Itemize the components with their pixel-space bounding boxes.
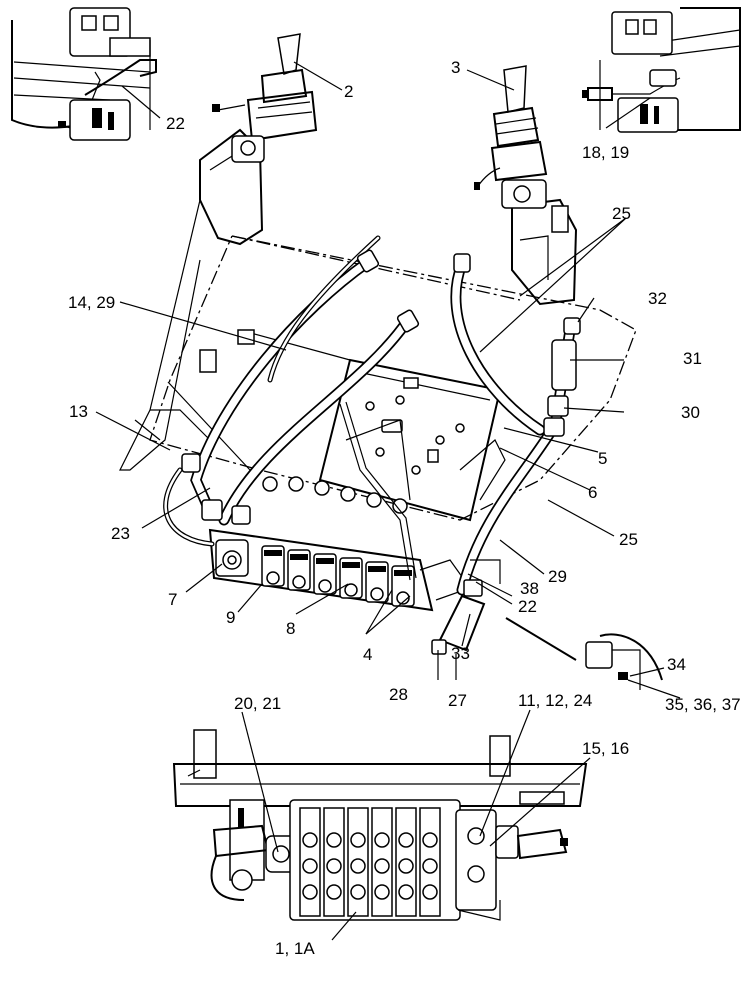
- callout-6: 6: [588, 483, 598, 502]
- valve-sections: [261, 545, 415, 607]
- callout-13: 13: [69, 402, 88, 421]
- callout-11-12-24: 11, 12, 24: [518, 691, 593, 710]
- callout-4: 4: [363, 645, 373, 664]
- inset-left-detail: [11, 7, 157, 141]
- callout-2: 2: [344, 82, 354, 101]
- callout-3: 3: [451, 58, 461, 77]
- callout-29: 29: [548, 567, 567, 586]
- callout-25-right: 25: [619, 530, 638, 549]
- callout-23: 23: [111, 524, 130, 543]
- callout-1-1a: 1, 1A: [275, 939, 315, 958]
- callout-7: 7: [168, 590, 178, 609]
- main-assembly: [119, 33, 663, 690]
- callout-38: 38: [520, 579, 539, 598]
- callout-20-21: 20, 21: [234, 694, 282, 713]
- inset-right-detail: [582, 7, 741, 133]
- callout-22-top: 22: [166, 114, 185, 133]
- callout-15-16: 15, 16: [582, 739, 630, 758]
- callout-14-29: 14, 29: [68, 293, 116, 312]
- bottom-valve-sections: [299, 807, 441, 917]
- hydraulic-tubes: [163, 235, 417, 581]
- callout-9: 9: [226, 608, 236, 627]
- callout-18-19: 18, 19: [582, 143, 630, 162]
- callout-32: 32: [648, 289, 667, 308]
- callout-35-36-37: 35, 36, 37: [665, 695, 741, 714]
- hydraulic-hoses: [190, 256, 576, 596]
- callout-8: 8: [286, 619, 296, 638]
- callout-28: 28: [389, 685, 408, 704]
- callout-22-bottom: 22: [518, 597, 537, 616]
- callout-30: 30: [681, 403, 700, 422]
- callout-25-top: 25: [612, 204, 631, 223]
- bottom-valve-view: [172, 729, 588, 921]
- leader-lines: [95, 61, 681, 941]
- callout-33: 33: [451, 644, 470, 663]
- callout-5: 5: [598, 449, 608, 468]
- callout-31: 31: [683, 349, 702, 368]
- callout-27: 27: [448, 691, 467, 710]
- callout-34: 34: [667, 655, 686, 674]
